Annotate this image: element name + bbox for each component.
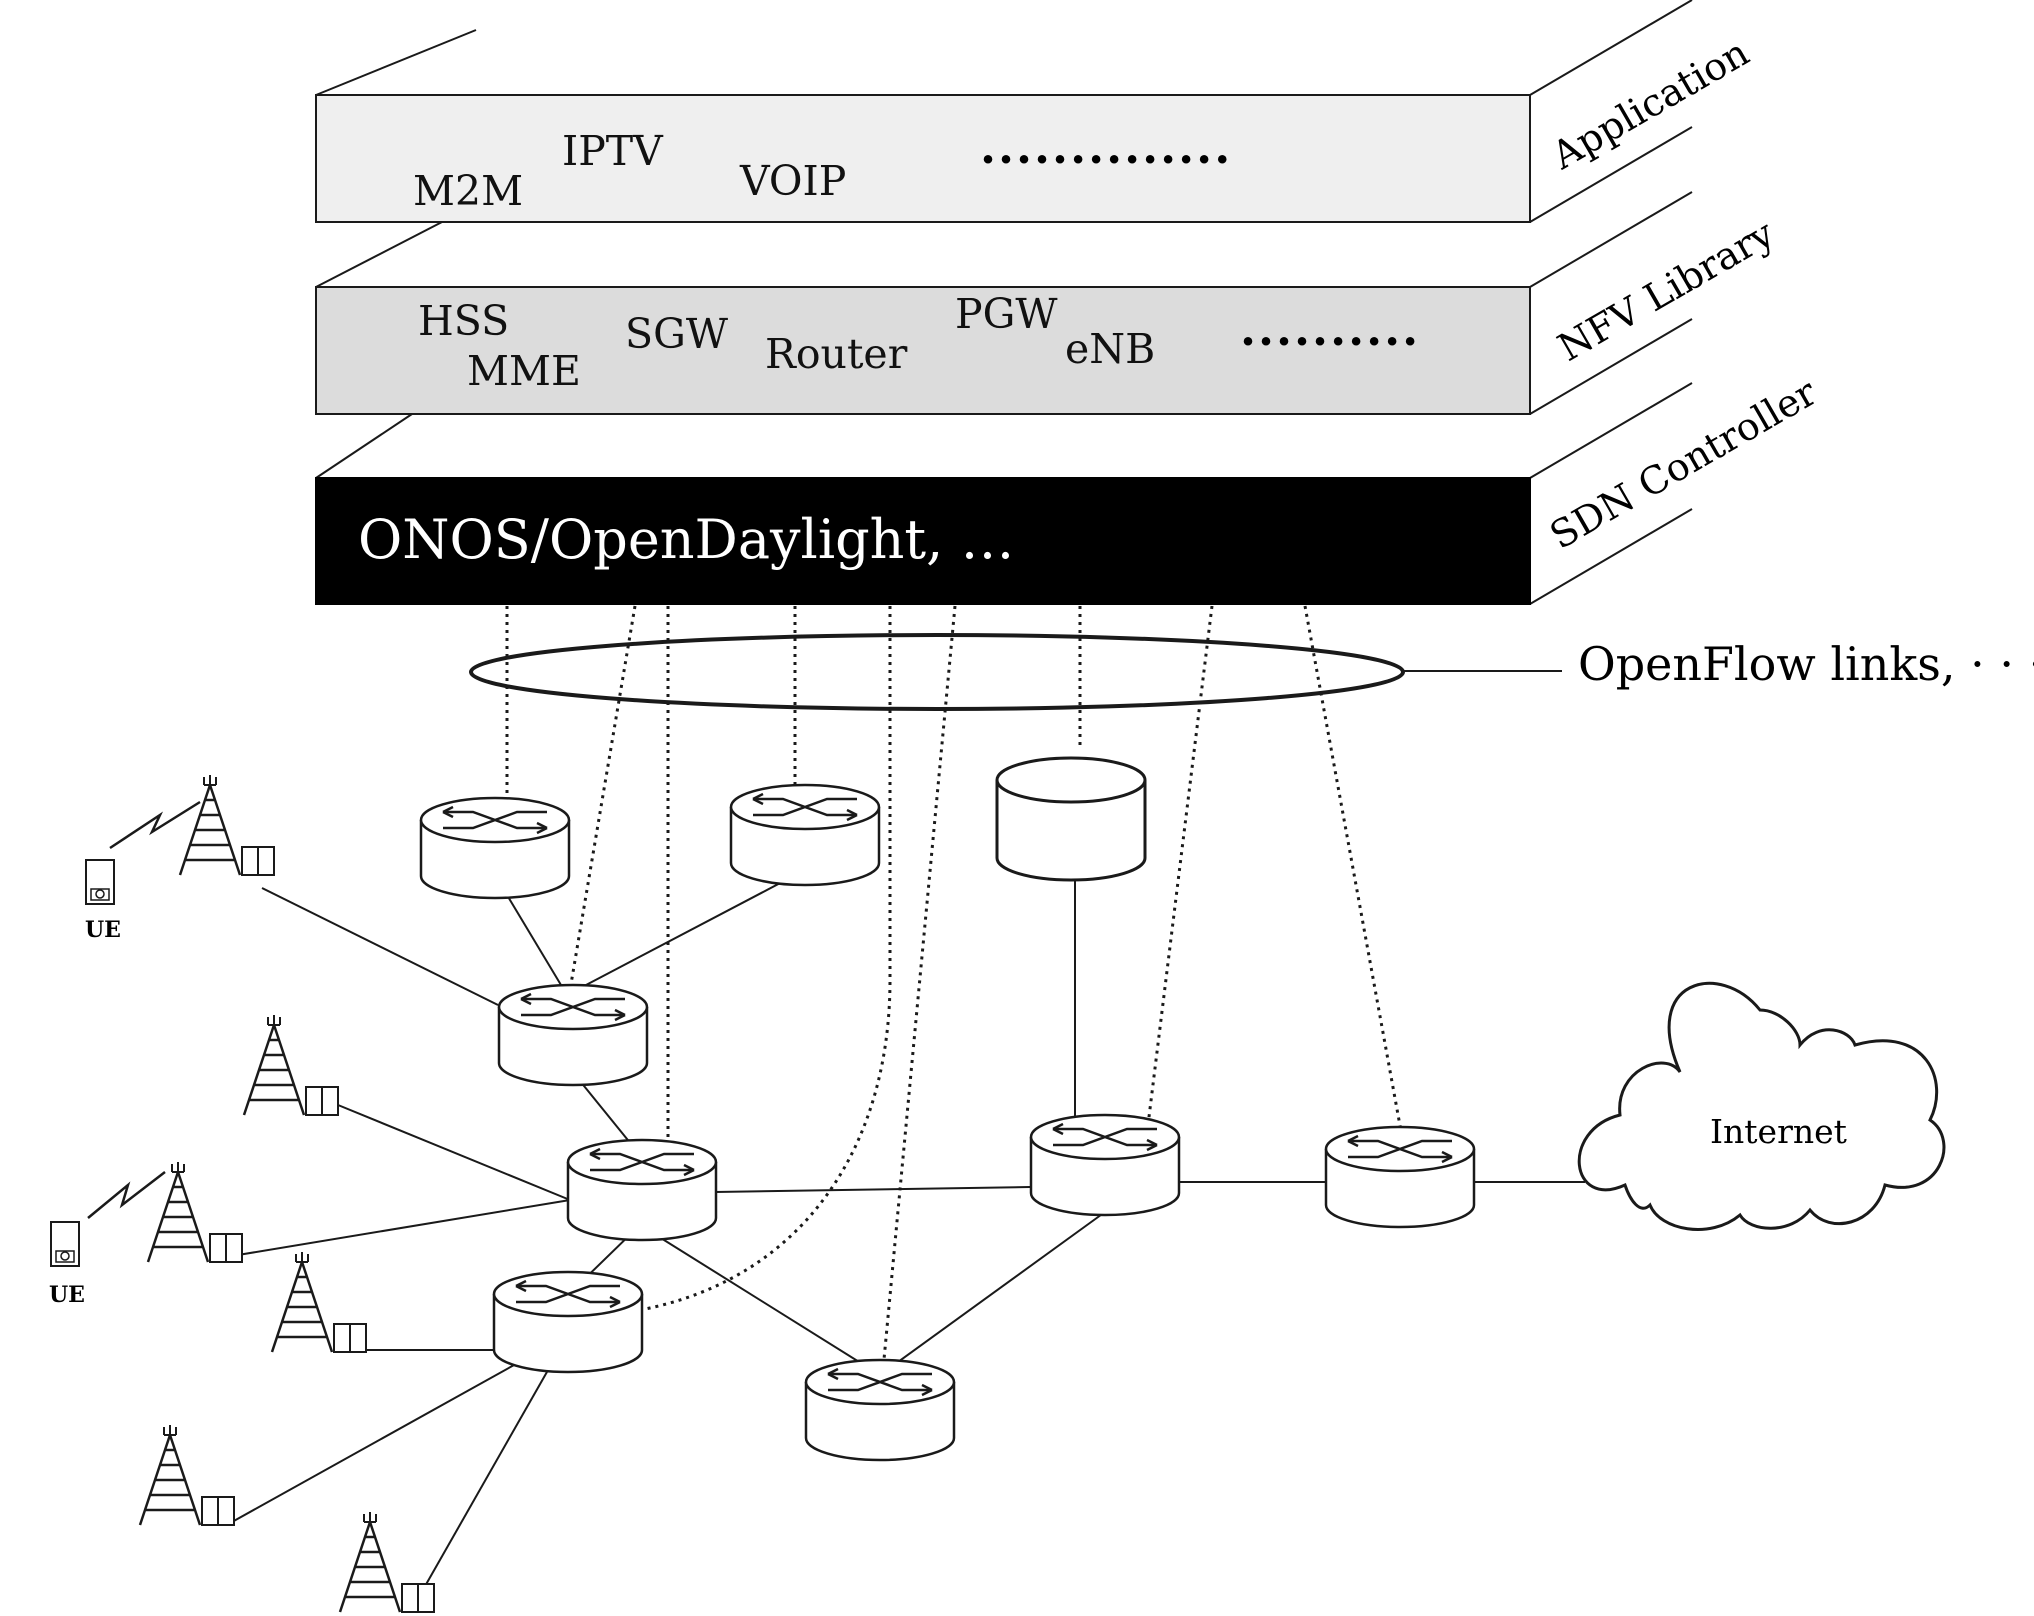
ue-device-icon — [50, 1221, 80, 1267]
physical-links — [231, 869, 1585, 1596]
sdn-controller-text: ONOS/OpenDaylight, … — [358, 508, 1014, 571]
app-item-m2m: M2M — [413, 167, 523, 215]
router-icon — [729, 783, 881, 887]
router-icon — [497, 983, 649, 1087]
nfv-item-router: Router — [765, 330, 908, 378]
router-icon — [804, 1358, 956, 1462]
of-link-router-g — [1146, 605, 1214, 1126]
app-ellipsis: .............. — [980, 120, 1232, 174]
router-icon — [492, 1270, 644, 1374]
openflow-ellipse — [469, 633, 1405, 711]
ue-label: UE — [85, 917, 121, 943]
nfv-item-hss: HSS — [418, 297, 509, 345]
router-icon — [1029, 1113, 1181, 1217]
sdn-controller-layer-front — [315, 477, 1531, 605]
router-icon — [419, 796, 571, 900]
application-side-label: Application — [1544, 30, 1757, 178]
internet-label: Internet — [1710, 1112, 1847, 1151]
network-nodes: Internet UE UE — [49, 756, 1946, 1614]
openflow-links-label: OpenFlow links, · · · — [1578, 637, 2034, 691]
cell-tower-icon — [138, 1423, 236, 1527]
of-link-router-c — [568, 605, 637, 991]
nfv-library-side-label: NFV Library — [1551, 211, 1782, 370]
cell-tower-icon — [242, 1013, 340, 1117]
cell-tower-icon — [146, 1160, 244, 1264]
nfv-library-layer: HSS MME SGW Router PGW eNB .......... NF… — [315, 191, 1782, 415]
of-link-router-f — [881, 605, 957, 1371]
sdn-controller-side-label: SDN Controller — [1543, 370, 1825, 558]
nfv-library-layer-front — [315, 286, 1531, 415]
cell-tower-icon — [270, 1250, 368, 1354]
nfv-item-sgw: SGW — [625, 310, 729, 358]
ue-label: UE — [49, 1282, 85, 1308]
ue-device-icon — [85, 859, 115, 905]
cell-tower-icon — [338, 1510, 436, 1614]
internet-cloud-icon: Internet — [1577, 981, 1946, 1231]
application-layer: M2M IPTV VOIP .............. Application — [315, 0, 1757, 223]
database-icon — [995, 756, 1147, 882]
of-link-router-e — [639, 606, 892, 1312]
radio-link-icon — [87, 1171, 166, 1219]
nfv-ellipsis: .......... — [1240, 302, 1420, 356]
nfv-item-pgw: PGW — [955, 290, 1058, 338]
app-item-voip: VOIP — [739, 157, 846, 205]
openflow-links: OpenFlow links, · · · — [469, 605, 2034, 1371]
of-link-router-h — [1303, 605, 1405, 1143]
application-layer-front — [315, 94, 1531, 223]
cell-tower-icon — [178, 773, 276, 877]
router-icon — [1324, 1125, 1476, 1229]
router-icon — [566, 1138, 718, 1242]
radio-link-icon — [109, 800, 201, 850]
app-item-iptv: IPTV — [562, 127, 664, 175]
nfv-item-enb: eNB — [1065, 325, 1155, 373]
nfv-item-mme: MME — [467, 347, 581, 395]
